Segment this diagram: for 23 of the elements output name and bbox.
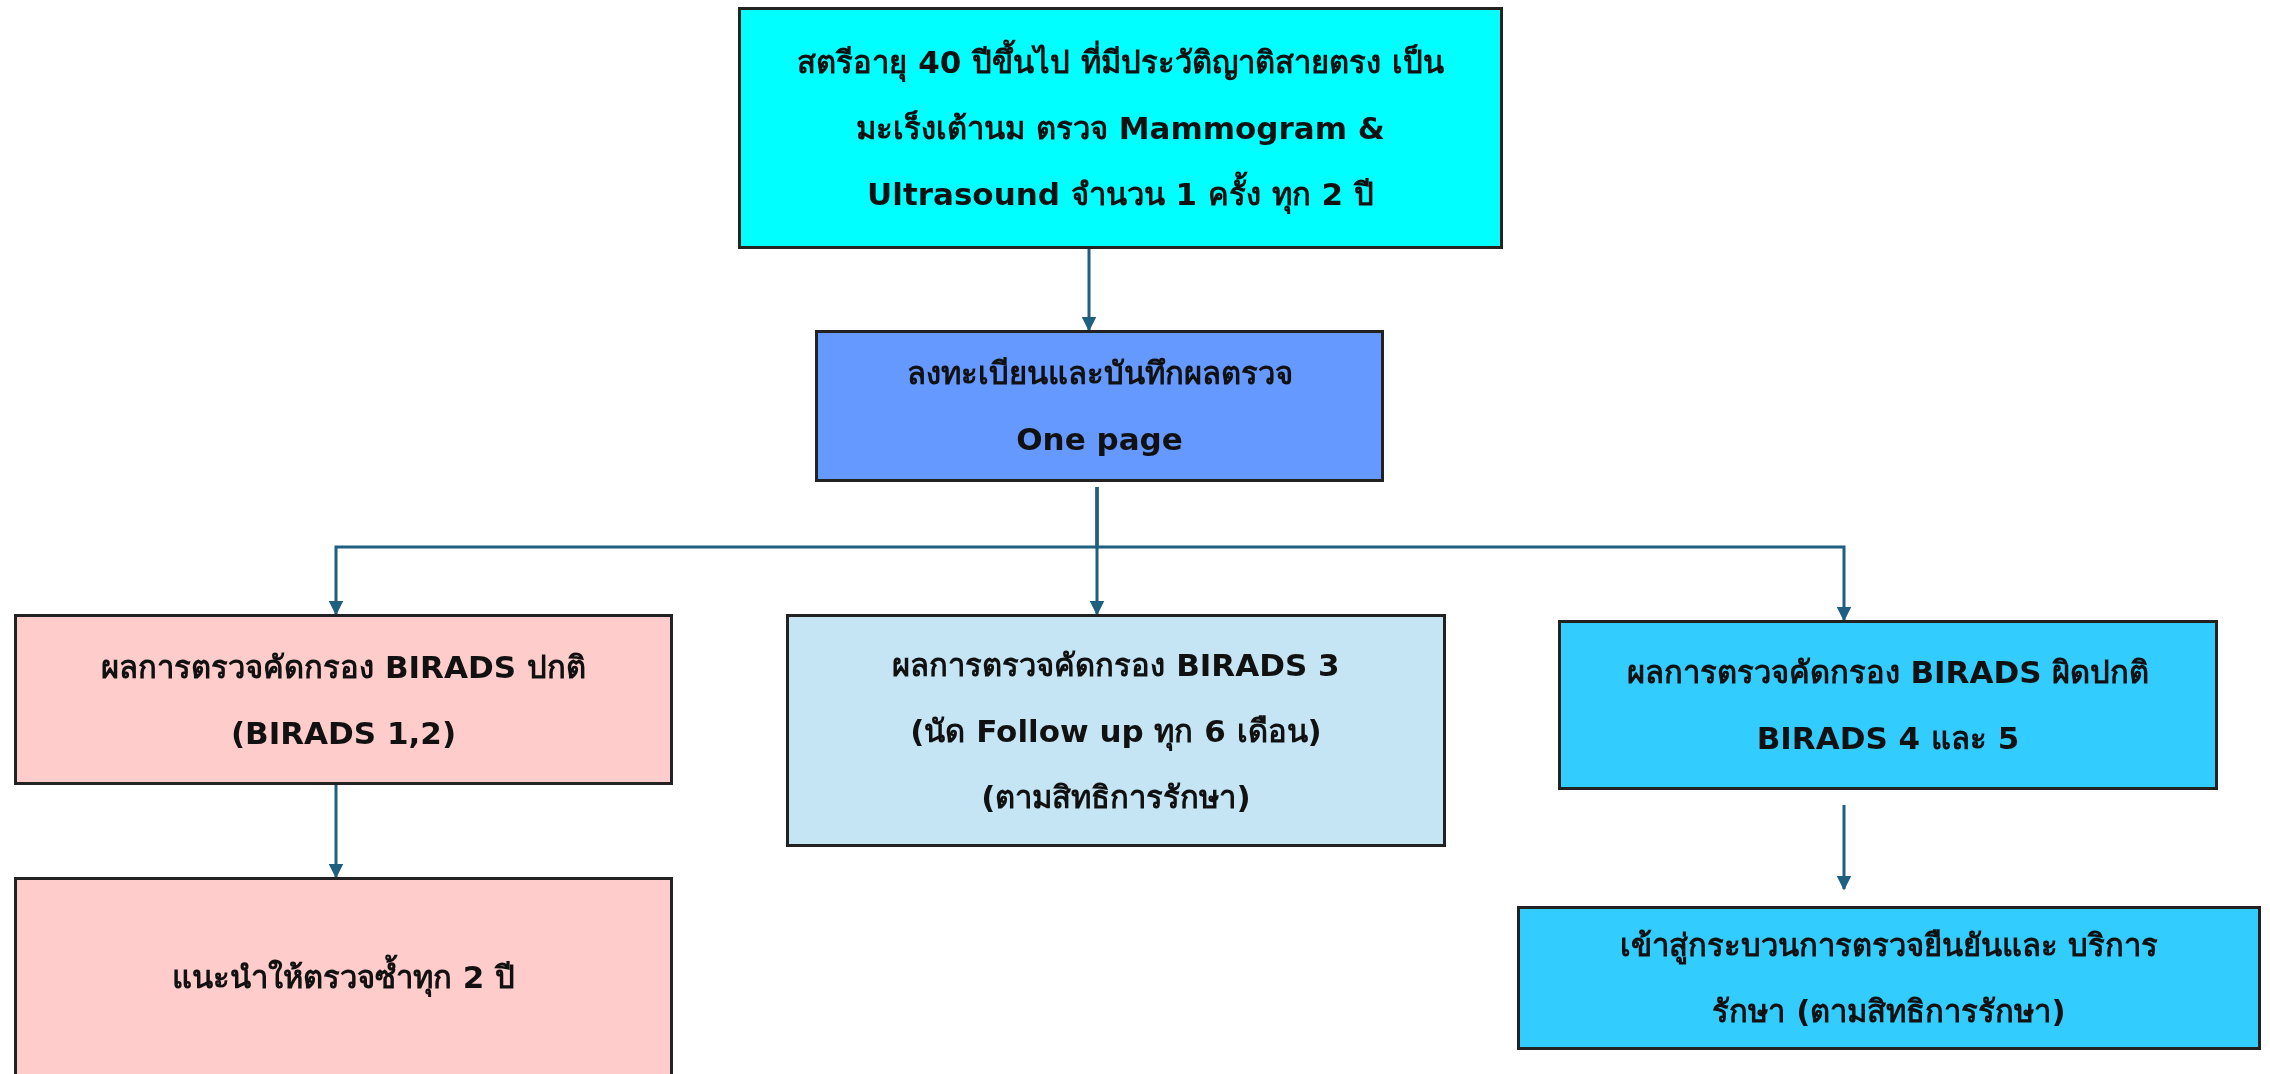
box-text: แนะนำให้ตรวจซ้ำทุก 2 ปี [151,944,536,1010]
box-text: สตรีอายุ 40 ปีขึ้นไป ที่มีประวัติญาติสายตรง เป็นมะเร็งเต้านม ตรวจ Mammogram & Ultrasound จำนวน 1 ครั้ง ทุก 2 ปี [750,29,1491,227]
box-text: (ตามสิทธิการรักษา) [980,777,1252,817]
arrow [1081,249,1097,332]
box-text: (นัด Follow up ทุก 6 เดือน) [909,711,1323,753]
box-text: ลงทะเบียนและบันทึกผลตรวจ [905,354,1294,393]
process-box [1558,620,2218,790]
arrow [1095,487,1852,622]
process-box [786,614,1446,847]
box-text: BIRADS 4 และ 5 [1755,719,2021,758]
box-text: ผลการตรวจคัดกรอง BIRADS ผิดปกติ [1625,653,2151,692]
arrow [328,785,344,879]
process-box [14,614,673,785]
arrow [1836,805,1852,891]
process-box [738,7,1503,249]
box-text: (BIRADS 1,2) [229,713,458,753]
process-box [815,330,1384,482]
box-text: One page [1015,420,1184,459]
box-text: ผลการตรวจคัดกรอง BIRADS ปกติ [100,647,587,687]
box-text: ผลการตรวจคัดกรอง BIRADS 3 [891,645,1341,685]
process-box [1517,906,2261,1050]
process-box [14,877,673,1074]
box-text: เข้าสู่กระบวนการตรวจยืนยันและ บริการรักษา (ตามสิทธิการรักษา) [1618,926,2160,1031]
